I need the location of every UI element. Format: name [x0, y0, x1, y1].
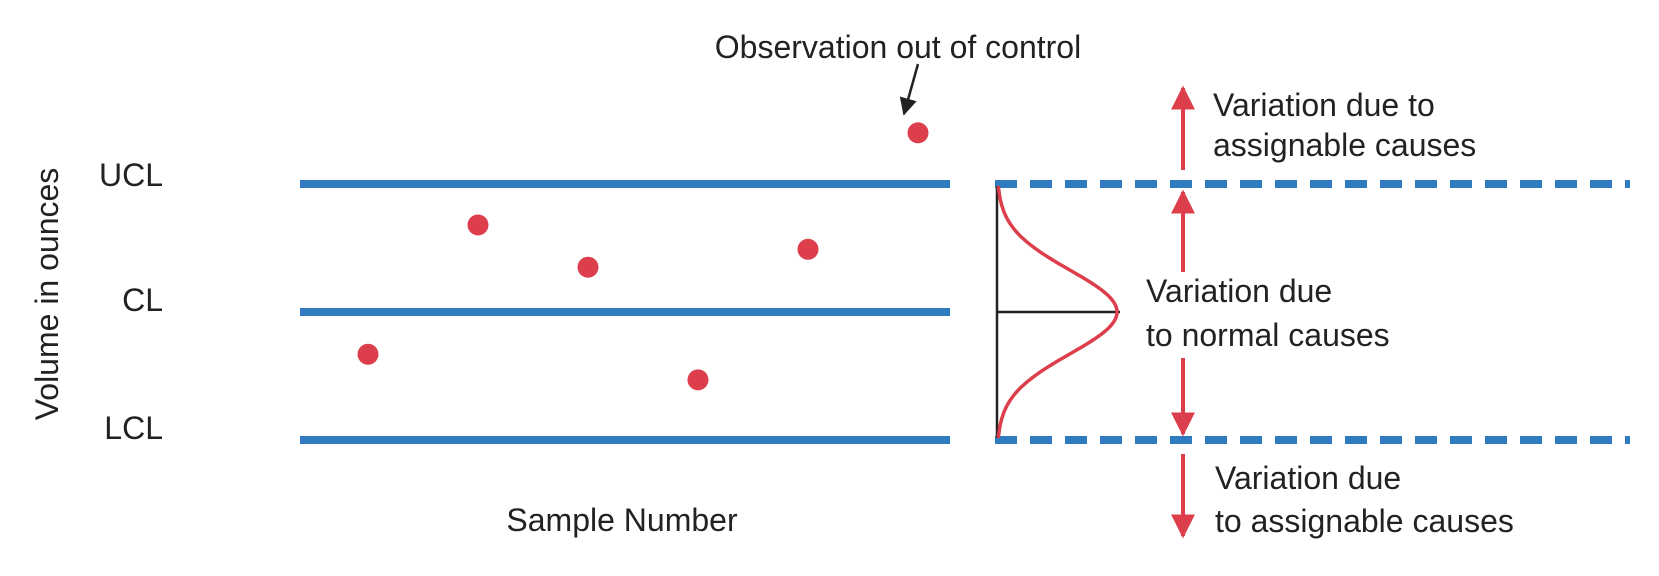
- lcl-label: LCL: [104, 410, 163, 446]
- upper-variation-line1: Variation due to: [1213, 87, 1435, 123]
- observation-point: [357, 343, 379, 365]
- curve-path: [996, 185, 1119, 439]
- middle-variation-line1: Variation due: [1146, 273, 1332, 309]
- x-axis-label: Sample Number: [506, 502, 738, 538]
- normal-curve: [995, 185, 1120, 439]
- out-of-control-arrow: [899, 63, 920, 116]
- y-axis-label: Volume in ounces: [29, 168, 65, 421]
- cl-label: CL: [122, 282, 163, 318]
- ucl-label: UCL: [99, 157, 163, 193]
- upper-variation-line2: assignable causes: [1213, 127, 1476, 163]
- observation-point: [687, 369, 709, 391]
- observation-point: [577, 256, 599, 278]
- out-of-control-label: Observation out of control: [715, 29, 1081, 65]
- observation-point: [797, 238, 819, 260]
- observation-point: [467, 214, 489, 236]
- middle-variation-line2: to normal causes: [1146, 317, 1390, 353]
- lower-variation-line2: to assignable causes: [1215, 503, 1514, 539]
- lower-variation-line1: Variation due: [1215, 460, 1401, 496]
- observation-points: [357, 122, 929, 391]
- observation-point: [907, 122, 929, 144]
